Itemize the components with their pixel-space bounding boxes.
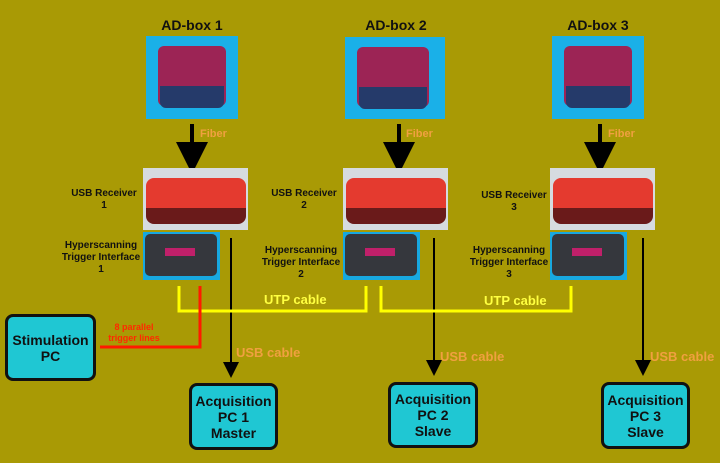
fiber-label-3: Fiber	[608, 128, 635, 140]
ad-box-title-2: AD-box 2	[365, 17, 427, 33]
ad-box-image-3	[552, 36, 644, 119]
trigger-interface-image-3	[550, 232, 627, 280]
trigger-interface-image-1	[143, 232, 220, 280]
utp-cable-label-1: UTP cable	[264, 292, 327, 307]
utp-cable-1	[177, 286, 368, 313]
ad-box-image-2	[345, 37, 445, 119]
usb-cable-label-2: USB cable	[440, 349, 505, 364]
utp-cable-2	[379, 286, 573, 313]
fiber-label-2: Fiber	[406, 128, 433, 140]
trigger-interface-image-2	[343, 232, 420, 280]
ad-box-title-3: AD-box 3	[567, 17, 629, 33]
usb-receiver-image-1	[143, 168, 248, 230]
usb-receiver-image-3	[550, 168, 655, 230]
trigger-lines-cable	[100, 286, 202, 349]
ad-box-title-1: AD-box 1	[161, 17, 223, 33]
ad-box-image-1	[146, 36, 238, 119]
usb-cable-label-3: USB cable	[650, 349, 715, 364]
fiber-label-1: Fiber	[200, 128, 227, 140]
usb-cable-label-1: USB cable	[236, 345, 301, 360]
usb-receiver-image-2	[343, 168, 448, 230]
utp-cable-label-2: UTP cable	[484, 293, 547, 308]
